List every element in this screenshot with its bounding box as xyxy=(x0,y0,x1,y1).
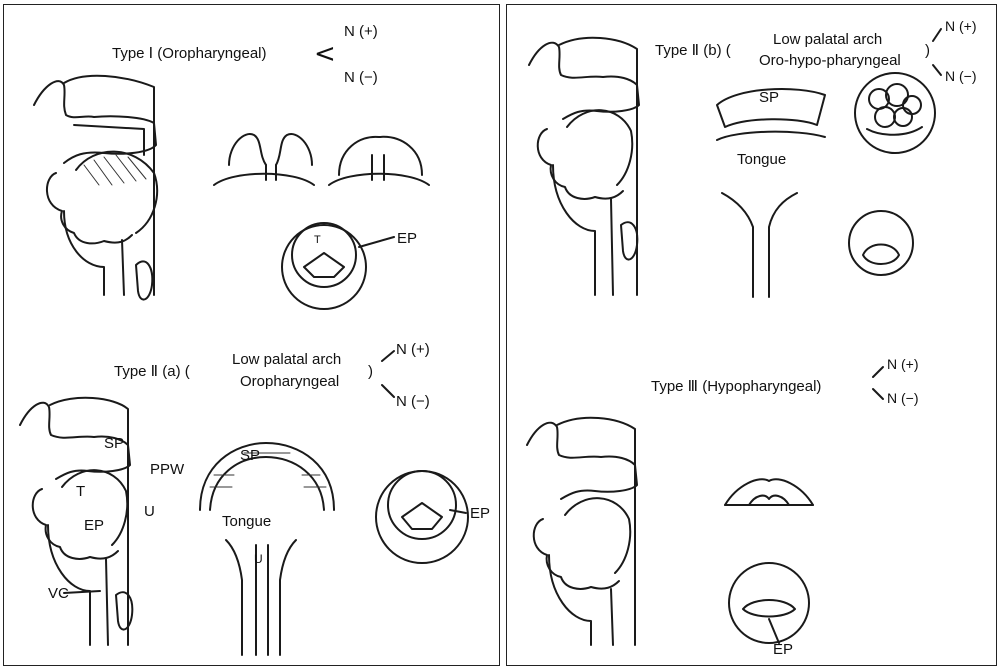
ep-label: EP xyxy=(84,517,104,535)
t-label: T xyxy=(76,483,85,501)
sp-label: SP xyxy=(104,435,124,453)
type3-sagittal-head xyxy=(527,418,637,645)
sp2-label: SP xyxy=(240,447,260,465)
type3-illustrations xyxy=(507,5,998,667)
panel-left: Type Ⅰ (Oropharyngeal) < N (+) N (−) xyxy=(3,4,500,666)
tongue-label: Tongue xyxy=(222,513,271,531)
panel-right: Type Ⅱ (b) ( Low palatal arch Oro-hypo-p… xyxy=(506,4,997,666)
type3-frontal-view xyxy=(725,479,813,505)
ppw-label: PPW xyxy=(150,461,184,479)
type2a-illustrations xyxy=(4,5,501,667)
u2-label: U xyxy=(254,550,263,568)
u-label: U xyxy=(144,503,155,521)
ep2-label: EP xyxy=(470,505,490,523)
type2a-endoscopic-view xyxy=(376,471,468,563)
vc-label: VC xyxy=(48,585,69,603)
type3-ep-label: EP xyxy=(773,641,793,659)
type3-endoscopic-view xyxy=(729,563,809,643)
